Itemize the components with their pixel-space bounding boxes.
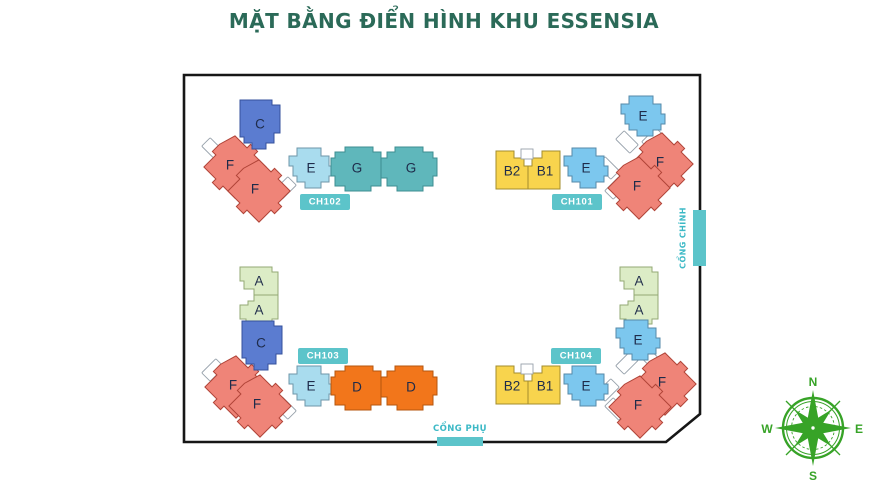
site-boundary: [182, 73, 702, 444]
unit-label: B2: [504, 379, 521, 394]
corridor-connector: [520, 148, 534, 160]
unit-label: A: [634, 274, 643, 289]
secondary-gate-label: CỔNG PHỤ: [433, 421, 487, 434]
corridor-connector: [615, 130, 639, 154]
unit-label: F: [251, 182, 259, 197]
block-badge-label: CH102: [309, 197, 342, 208]
compass-north-label: N: [809, 375, 818, 389]
block-badge-ch104: [551, 348, 601, 364]
block-badge-label: CH101: [561, 197, 594, 208]
unit-label: A: [634, 303, 643, 318]
secondary-gate: CỔNG PHỤ: [433, 421, 487, 446]
unit-label: E: [638, 109, 647, 124]
compass-hub-dot: [811, 426, 815, 430]
unit-label: D: [406, 380, 416, 395]
unit-label: F: [229, 378, 237, 393]
main-gate-marker: [693, 210, 706, 266]
compass-rose-icon: N E S W: [761, 375, 863, 483]
secondary-gate-marker: [437, 437, 483, 446]
corridor-connector: [520, 363, 534, 375]
unit-label: E: [581, 161, 590, 176]
unit-label: B1: [537, 379, 554, 394]
unit-label: A: [254, 303, 263, 318]
unit-label: F: [656, 155, 664, 170]
page-title: MẶT BẰNG ĐIỂN HÌNH KHU ESSENSIA: [228, 9, 660, 33]
unit-label: F: [253, 397, 261, 412]
unit-label: B2: [504, 164, 521, 179]
unit-label: E: [306, 161, 315, 176]
unit-label: E: [306, 379, 315, 394]
unit-label: F: [634, 398, 642, 413]
block-badge-label: CH103: [307, 351, 340, 362]
compass-west-label: W: [761, 422, 773, 436]
cluster-ch104: A A E B2 B1 E F F CH104: [495, 266, 704, 446]
compass-south-label: S: [809, 469, 817, 483]
unit-label: D: [352, 380, 362, 395]
unit-label: F: [658, 375, 666, 390]
block-badge-ch101: [552, 194, 602, 210]
main-gate: CỔNG CHÍNH: [676, 207, 706, 269]
unit-label: A: [254, 274, 263, 289]
compass-east-label: E: [855, 422, 863, 436]
unit-label: C: [256, 336, 266, 351]
unit-label: B1: [537, 164, 554, 179]
unit-label: G: [352, 161, 363, 176]
block-badge-ch103: [298, 348, 348, 364]
unit-label: C: [255, 117, 265, 132]
unit-label: E: [633, 333, 642, 348]
unit-label: G: [406, 161, 417, 176]
block-badge-ch102: [300, 194, 350, 210]
cluster-ch102: C F F E G G CH102: [196, 99, 438, 230]
unit-label: F: [226, 158, 234, 173]
unit-label: E: [581, 379, 590, 394]
cluster-ch101: E B2 B1 E F F CH101: [495, 95, 701, 227]
main-gate-label: CỔNG CHÍNH: [676, 207, 688, 269]
cluster-ch103: A A C F F E D D CH103: [197, 266, 438, 445]
unit-label: F: [633, 179, 641, 194]
block-badge-label: CH104: [560, 351, 593, 362]
